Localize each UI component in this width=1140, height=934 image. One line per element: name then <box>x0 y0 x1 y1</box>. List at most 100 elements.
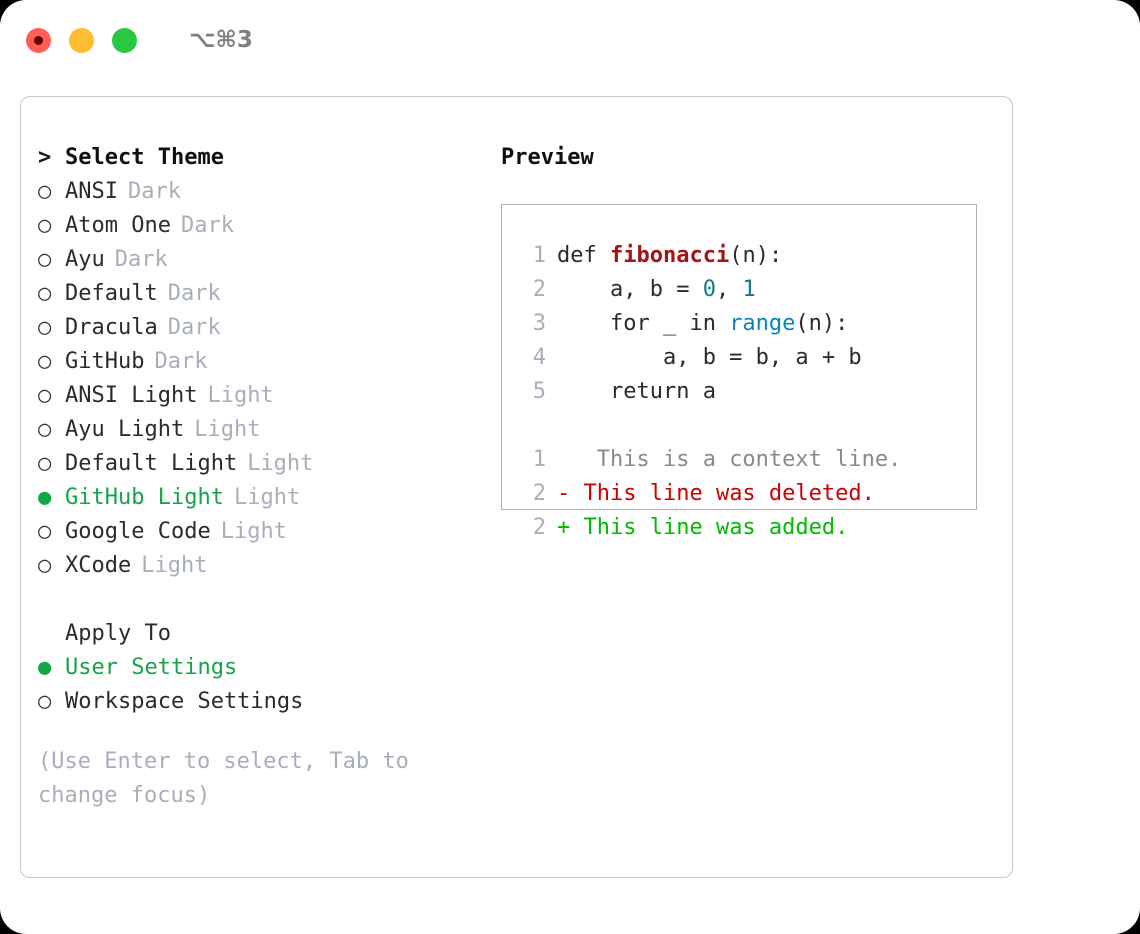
diff-line-context: 1 This is a context line. <box>502 447 976 481</box>
apply-to-label: Apply To <box>65 621 171 646</box>
window-titlebar: ⌥⌘3 <box>0 0 1140 80</box>
page-title: Select Theme <box>65 145 224 170</box>
code-line: 3 for _ in range(n): <box>502 311 976 345</box>
code-token-num: 1 <box>742 277 756 302</box>
code-token-plain: , <box>715 277 743 302</box>
code-token-num: 0 <box>702 277 716 302</box>
preview-title: Preview <box>501 145 594 170</box>
radio-unselected-icon[interactable] <box>38 689 65 714</box>
theme-option-label: Default Light <box>65 451 238 476</box>
theme-option-label: Google Code <box>65 519 211 544</box>
radio-unselected-icon[interactable] <box>38 315 65 340</box>
theme-option-label: Ayu Light <box>65 417 185 442</box>
radio-selected-icon[interactable] <box>38 485 65 510</box>
apply-to-option-user-settings[interactable]: User Settings <box>38 655 478 689</box>
theme-variant-badge: Dark <box>127 179 181 204</box>
theme-variant-badge: Light <box>207 383 274 408</box>
theme-option-github[interactable]: GitHub Dark <box>38 349 478 383</box>
radio-unselected-icon[interactable] <box>38 417 65 442</box>
theme-variant-badge: Light <box>194 417 261 442</box>
diff-line-deleted: 2- This line was deleted. <box>502 481 976 515</box>
radio-unselected-icon[interactable] <box>38 383 65 408</box>
theme-option-label: ANSI <box>65 179 118 204</box>
code-line: 5 return a <box>502 379 976 413</box>
traffic-light-buttons <box>26 27 137 53</box>
apply-to-header: Apply To <box>38 621 478 655</box>
code-token-plain: (n): <box>729 243 783 268</box>
diff-text: This line was added. <box>570 515 849 540</box>
theme-option-label: GitHub Light <box>65 485 224 510</box>
line-number: 1 <box>532 243 546 268</box>
apply-to-options: User SettingsWorkspace Settings <box>38 655 478 723</box>
apply-to-option-label: User Settings <box>65 655 238 680</box>
theme-option-ansi-light[interactable]: ANSI Light Light <box>38 383 478 417</box>
line-number: 2 <box>532 515 546 540</box>
code-line: 4 a, b = b, a + b <box>502 345 976 379</box>
tui-frame: > Select Theme ANSIDarkAtom OneDarkAyuDa… <box>20 96 1013 878</box>
line-number: 2 <box>532 481 546 506</box>
line-number: 2 <box>532 277 546 302</box>
theme-variant-badge: Dark <box>167 315 221 340</box>
theme-variant-badge: Dark <box>180 213 234 238</box>
radio-unselected-icon[interactable] <box>38 349 65 374</box>
theme-option-label: Atom One <box>65 213 171 238</box>
code-token-plain: a, b = <box>557 277 703 302</box>
help-text: (Use Enter to select, Tab to change focu… <box>38 749 409 808</box>
radio-unselected-icon[interactable] <box>38 281 65 306</box>
code-token-fn: fibonacci <box>609 243 730 268</box>
theme-variant-badge: Dark <box>114 247 168 272</box>
code-content: a, b = b, a + b <box>546 345 862 370</box>
theme-option-ansi[interactable]: ANSI Dark <box>38 179 478 213</box>
theme-variant-badge: Light <box>233 485 301 510</box>
diff-text: This line was deleted. <box>570 481 875 506</box>
radio-unselected-icon[interactable] <box>38 213 65 238</box>
code-token-plain: return a <box>557 379 716 404</box>
theme-option-atom-one[interactable]: Atom One Dark <box>38 213 478 247</box>
apply-to-option-label: Workspace Settings <box>65 689 304 714</box>
recording-indicator-icon <box>34 35 43 45</box>
theme-option-label: ANSI Light <box>65 383 198 408</box>
theme-option-ayu-light[interactable]: Ayu Light Light <box>38 417 478 451</box>
maximize-button-icon[interactable] <box>112 27 137 53</box>
line-number: 5 <box>532 379 546 404</box>
theme-variant-badge: Light <box>220 519 287 544</box>
theme-option-ayu[interactable]: Ayu Dark <box>38 247 478 281</box>
code-token-plain: (n): <box>795 311 849 336</box>
radio-unselected-icon[interactable] <box>38 451 65 476</box>
line-number: 3 <box>532 311 546 336</box>
radio-unselected-icon[interactable] <box>38 179 65 204</box>
theme-option-google-code[interactable]: Google Code Light <box>38 519 478 553</box>
theme-option-github-light[interactable]: GitHub Light Light <box>38 485 478 519</box>
theme-option-label: GitHub <box>65 349 145 374</box>
radio-selected-icon[interactable] <box>38 655 65 680</box>
apply-to-option-workspace-settings[interactable]: Workspace Settings <box>38 689 478 723</box>
code-token-plain: for _ in <box>557 311 730 336</box>
code-token-plain: a, b = b, a + b <box>557 345 862 370</box>
close-button-icon[interactable] <box>26 27 51 53</box>
diff-sign: - <box>557 481 571 506</box>
diff-sign <box>557 447 570 472</box>
theme-option-default-light[interactable]: Default Light Light <box>38 451 478 485</box>
line-number: 1 <box>532 447 546 472</box>
theme-list: ANSIDarkAtom OneDarkAyuDarkDefaultDarkDr… <box>38 179 478 587</box>
radio-unselected-icon[interactable] <box>38 247 65 272</box>
radio-unselected-icon[interactable] <box>38 553 65 578</box>
diff-content: This is a context line. <box>546 447 902 472</box>
minimize-button-icon[interactable] <box>69 27 94 53</box>
diff-content: + This line was added. <box>546 515 848 540</box>
code-content: for _ in range(n): <box>546 311 848 336</box>
diff-content: - This line was deleted. <box>546 481 875 506</box>
radio-unselected-icon[interactable] <box>38 519 65 544</box>
theme-variant-badge: Dark <box>154 349 208 374</box>
diff-text: This is a context line. <box>570 447 902 472</box>
theme-variant-badge: Light <box>247 451 314 476</box>
theme-variant-badge: Dark <box>167 281 221 306</box>
theme-option-label: Ayu <box>65 247 105 272</box>
